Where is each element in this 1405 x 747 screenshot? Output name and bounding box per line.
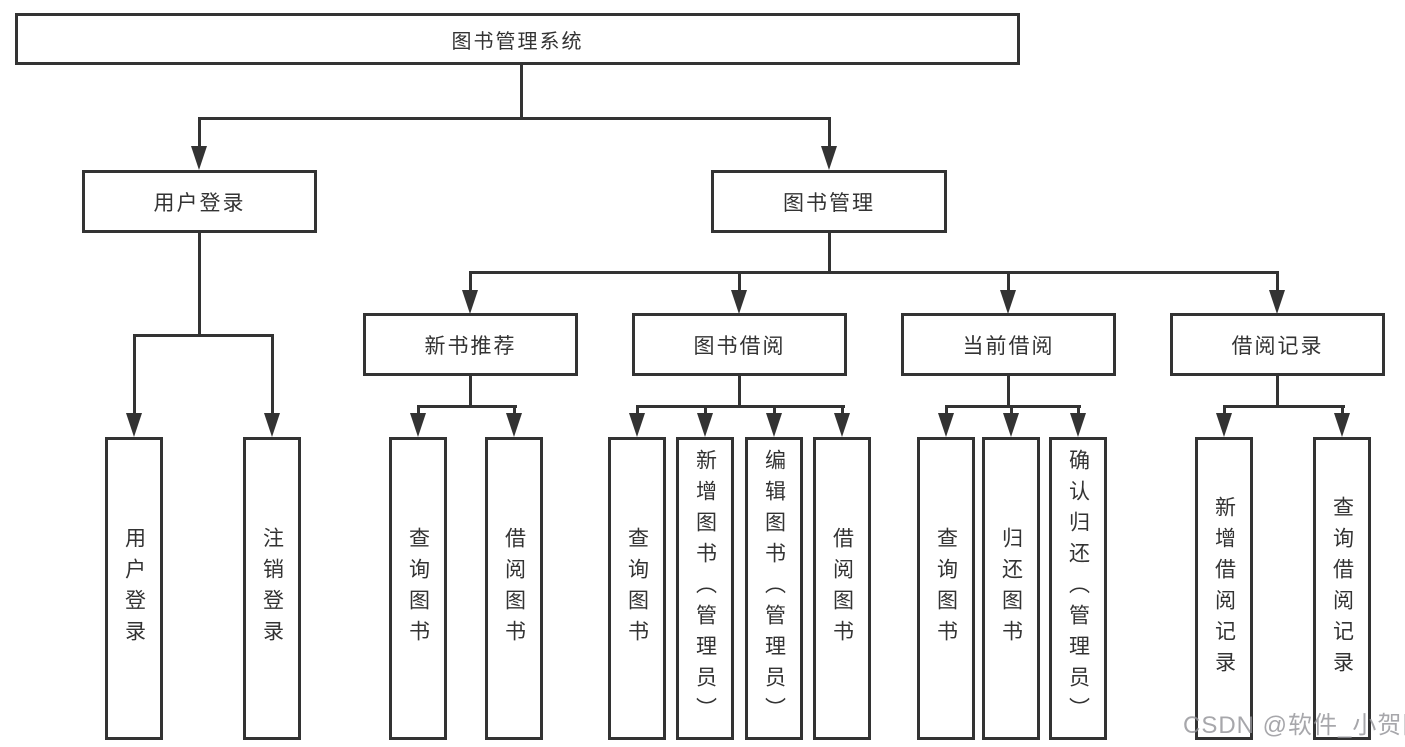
leaf-borrow-books-borrowing: 借阅图书 bbox=[813, 437, 871, 740]
connector-line bbox=[469, 271, 1279, 274]
arrow-down-icon bbox=[410, 413, 426, 437]
leaf-edit-book-admin: 编辑图书（管理员） bbox=[745, 437, 803, 740]
connector-line bbox=[417, 405, 420, 415]
connector-line bbox=[1223, 405, 1345, 408]
connector-line bbox=[1007, 375, 1010, 407]
leaf-query-borrow-record: 查询借阅记录 bbox=[1313, 437, 1371, 740]
connector-line bbox=[198, 232, 201, 336]
arrow-down-icon bbox=[1216, 413, 1232, 437]
connector-line bbox=[738, 375, 741, 407]
connector-line bbox=[773, 405, 776, 415]
connector-line bbox=[945, 405, 1081, 408]
arrow-down-icon bbox=[126, 413, 142, 437]
node-borrowing-records: 借阅记录 bbox=[1170, 313, 1385, 376]
arrow-down-icon bbox=[462, 290, 478, 314]
watermark: CSDN @软件_小贺同学 bbox=[1183, 712, 1405, 739]
connector-line bbox=[520, 65, 523, 120]
connector-line bbox=[469, 375, 472, 407]
connector-line bbox=[1341, 405, 1344, 415]
leaf-edit-book-admin-label: 编辑图书（管理员） bbox=[762, 449, 786, 728]
arrow-down-icon bbox=[697, 413, 713, 437]
leaf-query-books-current-label: 查询图书 bbox=[934, 526, 958, 651]
leaf-query-books-borrowing-label: 查询图书 bbox=[625, 526, 649, 651]
connector-line bbox=[271, 336, 274, 415]
arrow-down-icon bbox=[938, 413, 954, 437]
connector-line bbox=[417, 405, 517, 408]
arrow-down-icon bbox=[821, 146, 837, 170]
connector-line bbox=[198, 117, 831, 120]
arrow-down-icon bbox=[766, 413, 782, 437]
connector-line bbox=[1276, 272, 1279, 292]
leaf-query-books-recommend-label: 查询图书 bbox=[406, 526, 430, 651]
leaf-add-book-admin: 新增图书（管理员） bbox=[676, 437, 734, 740]
arrow-down-icon bbox=[264, 413, 280, 437]
connector-line bbox=[1077, 405, 1080, 415]
connector-line bbox=[133, 336, 136, 415]
connector-line bbox=[828, 118, 831, 148]
connector-line bbox=[133, 334, 274, 337]
arrow-down-icon bbox=[1003, 413, 1019, 437]
leaf-add-book-admin-label: 新增图书（管理员） bbox=[693, 449, 717, 728]
leaf-logout: 注销登录 bbox=[243, 437, 301, 740]
connector-line bbox=[198, 118, 201, 148]
arrow-down-icon bbox=[191, 146, 207, 170]
arrow-down-icon bbox=[506, 413, 522, 437]
connector-line bbox=[1223, 405, 1226, 415]
connector-line bbox=[469, 272, 472, 292]
leaf-logout-label: 注销登录 bbox=[260, 526, 284, 651]
leaf-confirm-return-admin-label: 确认归还（管理员） bbox=[1066, 449, 1090, 728]
arrow-down-icon bbox=[1269, 290, 1285, 314]
connector-line bbox=[636, 405, 639, 415]
connector-line bbox=[1010, 405, 1013, 415]
leaf-query-books-recommend: 查询图书 bbox=[389, 437, 447, 740]
node-current-borrowing: 当前借阅 bbox=[901, 313, 1116, 376]
connector-line bbox=[636, 405, 845, 408]
node-book-borrowing: 图书借阅 bbox=[632, 313, 847, 376]
connector-line bbox=[1007, 272, 1010, 292]
leaf-borrow-books-borrowing-label: 借阅图书 bbox=[830, 526, 854, 651]
connector-line bbox=[828, 232, 831, 273]
connector-line bbox=[1276, 375, 1279, 407]
node-book-management: 图书管理 bbox=[711, 170, 947, 233]
leaf-add-borrow-record: 新增借阅记录 bbox=[1195, 437, 1253, 740]
leaf-query-borrow-record-label: 查询借阅记录 bbox=[1330, 495, 1354, 682]
leaf-query-books-current: 查询图书 bbox=[917, 437, 975, 740]
leaf-user-login-label: 用户登录 bbox=[122, 526, 146, 651]
leaf-query-books-borrowing: 查询图书 bbox=[608, 437, 666, 740]
arrow-down-icon bbox=[629, 413, 645, 437]
leaf-borrow-books-recommend: 借阅图书 bbox=[485, 437, 543, 740]
leaf-borrow-books-recommend-label: 借阅图书 bbox=[502, 526, 526, 651]
leaf-return-book-label: 归还图书 bbox=[999, 526, 1023, 651]
connector-line bbox=[945, 405, 948, 415]
arrow-down-icon bbox=[834, 413, 850, 437]
node-library-management-system: 图书管理系统 bbox=[15, 13, 1020, 65]
arrow-down-icon bbox=[731, 290, 747, 314]
node-user-login: 用户登录 bbox=[82, 170, 317, 233]
leaf-confirm-return-admin: 确认归还（管理员） bbox=[1049, 437, 1107, 740]
leaf-add-borrow-record-label: 新增借阅记录 bbox=[1212, 495, 1236, 682]
connector-line bbox=[513, 405, 516, 415]
connector-line bbox=[704, 405, 707, 415]
arrow-down-icon bbox=[1070, 413, 1086, 437]
connector-line bbox=[738, 272, 741, 292]
node-new-book-recommendation: 新书推荐 bbox=[363, 313, 578, 376]
arrow-down-icon bbox=[1000, 290, 1016, 314]
leaf-return-book: 归还图书 bbox=[982, 437, 1040, 740]
connector-line bbox=[841, 405, 844, 415]
leaf-user-login: 用户登录 bbox=[105, 437, 163, 740]
arrow-down-icon bbox=[1334, 413, 1350, 437]
